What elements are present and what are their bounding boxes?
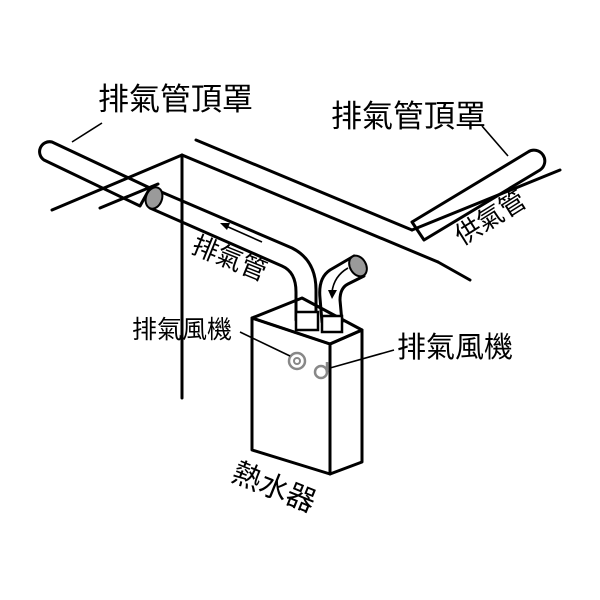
supply-collar: [320, 314, 344, 334]
label-fan-right: 排氣風機: [397, 330, 513, 364]
ceiling-back-edge: [194, 138, 414, 232]
label-fan-left: 排氣風機: [132, 315, 232, 344]
exhaust-arrow-head: [220, 223, 230, 230]
label-supply-pipe: 供氣管: [450, 185, 532, 252]
heater-front-face: [250, 316, 332, 476]
ceiling-front-corner: [436, 260, 472, 282]
leader-lines: [71, 122, 509, 369]
label-exhaust-pipe: 排氣管: [187, 231, 271, 288]
label-exhaust-cap-left: 排氣管頂罩: [98, 82, 253, 118]
ceiling-edge-left: [50, 153, 184, 212]
exhaust-pipe-end: [144, 186, 164, 210]
ceiling-edge-front: [180, 153, 440, 264]
heater-side-face: [328, 328, 364, 476]
exhaust-collar: [294, 310, 320, 332]
label-water-heater: 熱水器: [227, 455, 320, 519]
fan-icon-left: [287, 351, 307, 371]
room-structure: [50, 138, 562, 400]
supply-pipe-end: [348, 254, 368, 278]
leader-fan-right: [329, 349, 395, 369]
flow-arrows: [220, 223, 349, 299]
supply-pipe-right: [410, 148, 547, 242]
supply-arrow-head: [328, 290, 337, 299]
exhaust-flow-arrow: [225, 225, 263, 243]
ceiling-back-edge-right: [410, 168, 562, 232]
leader-cap-left: [71, 122, 103, 143]
exhaust-cap-left-pipe: [38, 140, 152, 208]
leader-cap-right: [481, 125, 509, 157]
supply-flow-arrow: [331, 267, 349, 293]
leader-fan-left: [239, 331, 291, 357]
water-heater: [250, 296, 364, 476]
label-exhaust-cap-right: 排氣管頂罩: [331, 99, 486, 135]
fan-icon-right: [313, 362, 329, 380]
